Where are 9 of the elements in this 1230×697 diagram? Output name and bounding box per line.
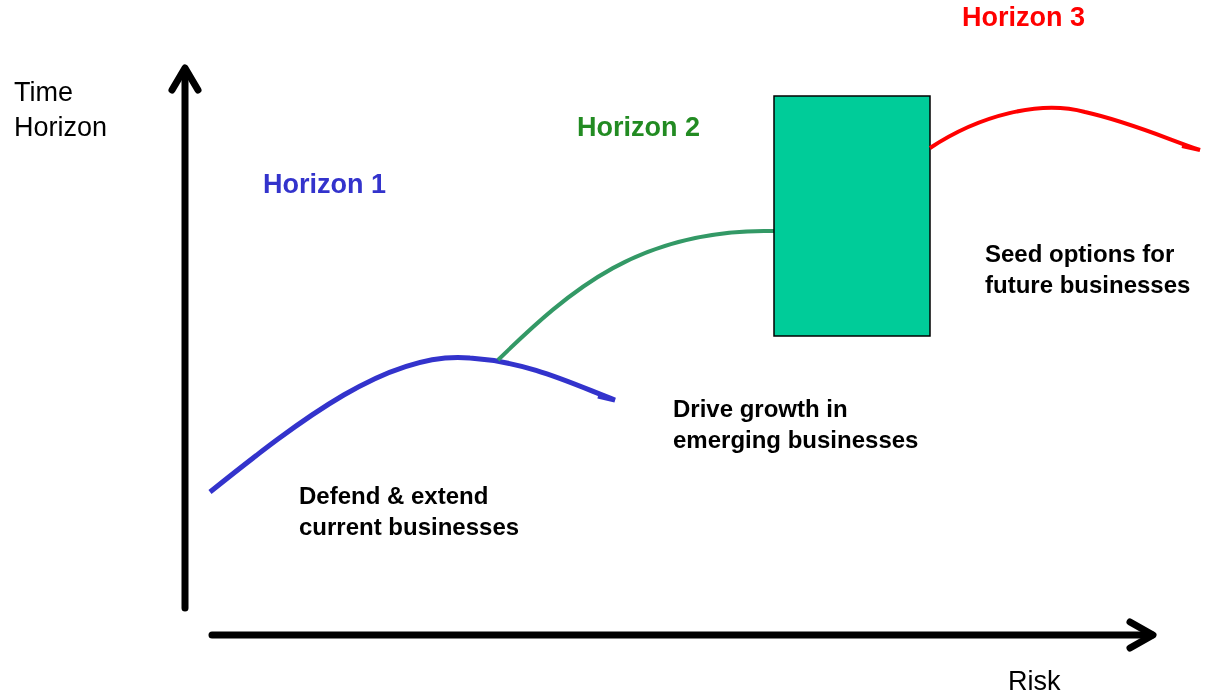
description-text: Drive growth in emerging businesses (673, 394, 920, 456)
axis-label: Risk (1008, 665, 1061, 697)
description-text: Seed options for future businesses (985, 239, 1192, 301)
description-text: Defend & extend current businesses (299, 481, 521, 543)
horizon-heading: Horizon 3 (962, 1, 1085, 34)
horizon-heading: Horizon 1 (263, 168, 386, 201)
rectangle-block (773, 95, 931, 337)
horizon-heading: Horizon 2 (577, 111, 700, 144)
axis-label: Time Horizon (14, 76, 109, 145)
